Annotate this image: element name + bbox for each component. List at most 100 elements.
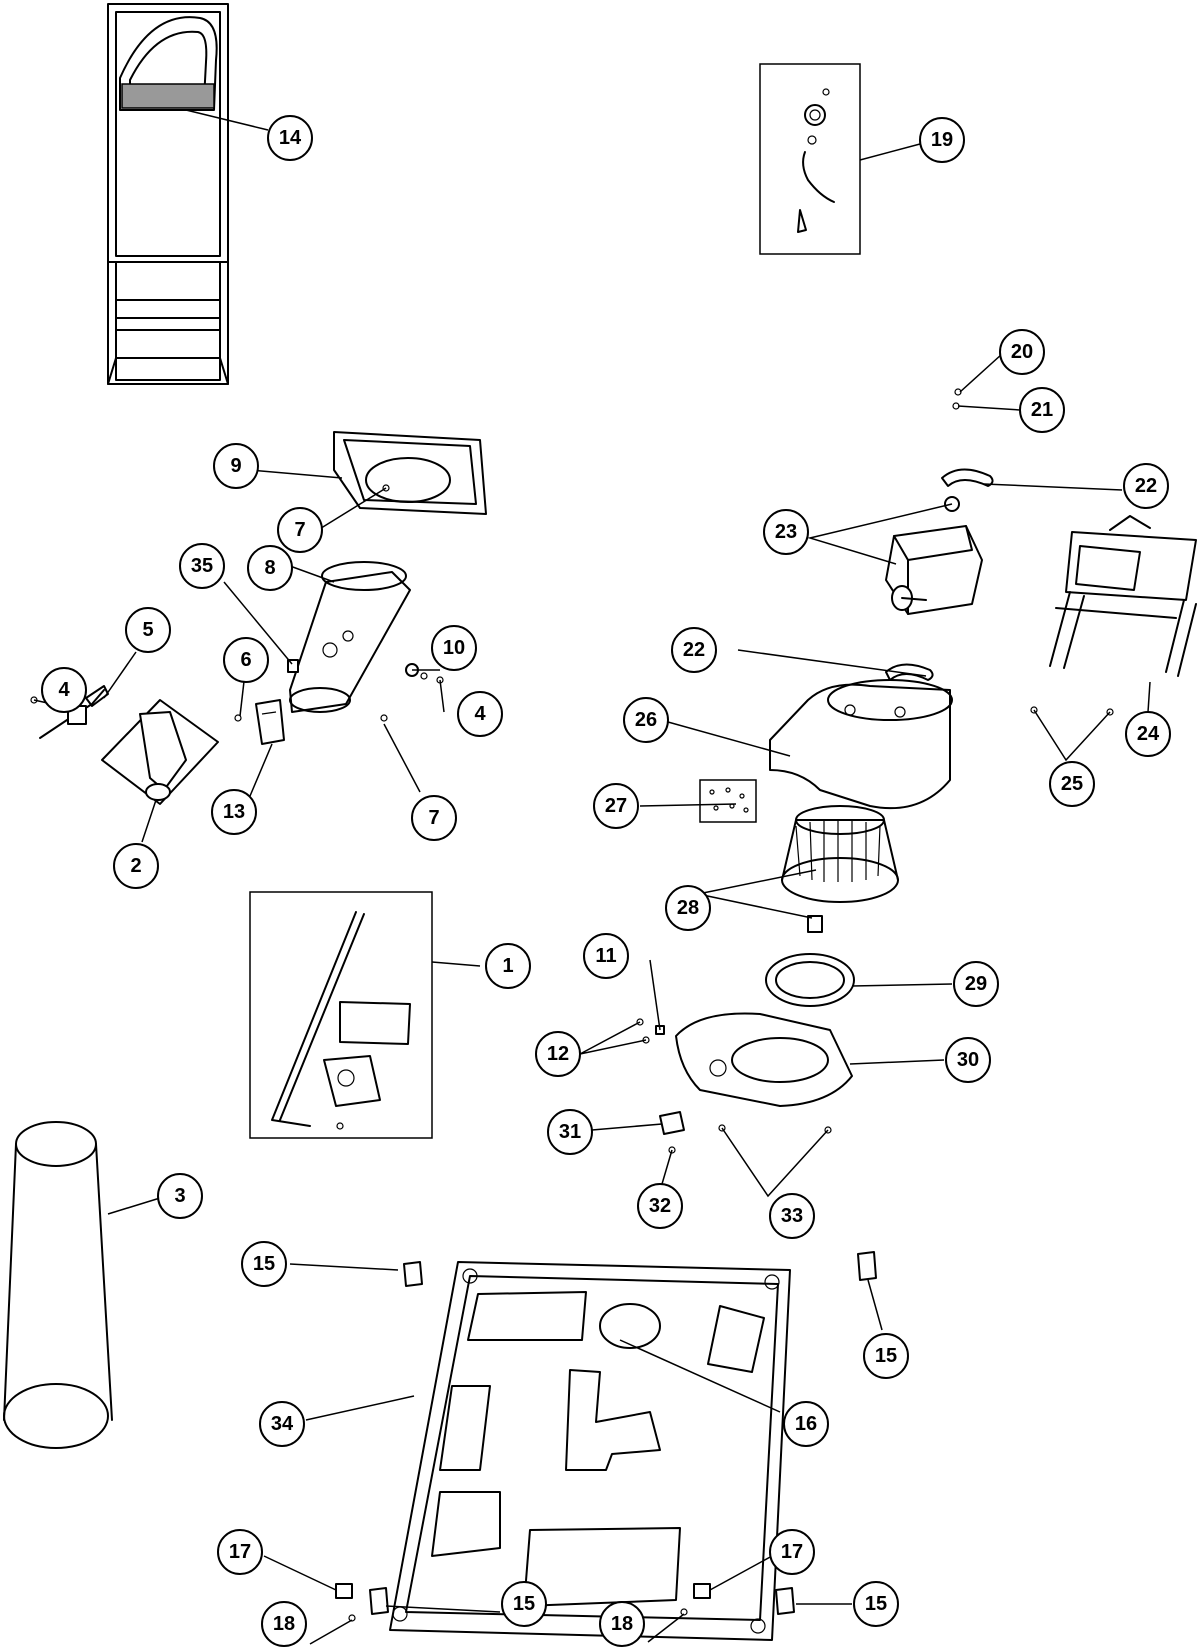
part-18-screw-1 [348, 1614, 356, 1622]
callout-13: 13 [211, 789, 257, 835]
callout-14: 14 [267, 115, 313, 161]
part-10-thermostat [405, 663, 428, 680]
svg-text:29: 29 [965, 973, 987, 995]
callout-27: 27 [593, 783, 639, 829]
callout-15-d: 15 [853, 1581, 899, 1627]
svg-text:8: 8 [264, 557, 275, 579]
callout-3: 3 [157, 1173, 203, 1219]
svg-text:18: 18 [611, 1613, 633, 1635]
svg-text:7: 7 [294, 519, 305, 541]
callout-17-left: 17 [217, 1529, 263, 1575]
callout-22-lower: 22 [671, 627, 717, 673]
svg-text:15: 15 [253, 1253, 275, 1275]
leader-lines [33, 109, 1151, 1645]
part-15-foot-2 [857, 1251, 877, 1281]
part-30-blower-cover [675, 1012, 853, 1107]
part-33-screws [718, 1124, 832, 1134]
part-14-front-panel [107, 3, 229, 385]
part-34-base [389, 1261, 791, 1641]
part-32-screw [668, 1146, 676, 1154]
callout-22-upper: 22 [1123, 463, 1169, 509]
callout-7-lower: 7 [411, 795, 457, 841]
callout-28: 28 [665, 885, 711, 931]
svg-text:17: 17 [781, 1541, 803, 1563]
part-24-bracket [1049, 515, 1197, 677]
svg-text:7: 7 [428, 807, 439, 829]
svg-text:6: 6 [240, 649, 251, 671]
callout-21: 21 [1019, 387, 1065, 433]
callout-29: 29 [953, 961, 999, 1007]
callout-24: 24 [1125, 711, 1171, 757]
callout-12: 12 [535, 1031, 581, 1077]
part-3-exhaust-duct [3, 1121, 113, 1449]
callout-26: 26 [623, 697, 669, 743]
callout-31: 31 [547, 1109, 593, 1155]
svg-text:1: 1 [502, 955, 513, 977]
callout-25: 25 [1049, 761, 1095, 807]
callout-15-b: 15 [863, 1333, 909, 1379]
svg-text:13: 13 [223, 801, 245, 823]
callout-18-right: 18 [599, 1601, 645, 1647]
svg-text:30: 30 [957, 1049, 979, 1071]
svg-text:11: 11 [595, 945, 616, 967]
callout-8: 8 [247, 545, 293, 591]
callout-32: 32 [637, 1183, 683, 1229]
svg-text:24: 24 [1137, 723, 1160, 745]
part-17-bracket-1 [335, 1583, 353, 1599]
callout-1: 1 [485, 943, 531, 989]
svg-text:17: 17 [229, 1541, 251, 1563]
callout-23: 23 [763, 509, 809, 555]
svg-text:9: 9 [230, 455, 241, 477]
part-22-clip-lower [885, 663, 934, 681]
callout-9: 9 [213, 443, 259, 489]
svg-text:5: 5 [142, 619, 153, 641]
part-17-bracket-2 [693, 1583, 711, 1599]
part-28-blower-wheel [781, 805, 899, 933]
svg-text:35: 35 [191, 555, 213, 577]
svg-text:19: 19 [931, 129, 953, 151]
part-6-screw [234, 714, 242, 722]
callout-15-a: 15 [241, 1241, 287, 1287]
svg-text:23: 23 [775, 521, 797, 543]
part-18-screw-2 [680, 1608, 688, 1616]
callout-35: 35 [179, 543, 225, 589]
part-2-burner [101, 699, 219, 805]
callout-16: 16 [783, 1401, 829, 1447]
svg-text:16: 16 [795, 1413, 817, 1435]
part-19-kit [759, 63, 861, 255]
part-27-hardware-pack [699, 779, 757, 823]
svg-text:34: 34 [271, 1413, 294, 1435]
svg-text:15: 15 [513, 1593, 535, 1615]
part-22-clip-upper [941, 468, 994, 487]
callout-20: 20 [999, 329, 1045, 375]
svg-text:15: 15 [875, 1345, 897, 1367]
part-35-clip [287, 659, 299, 673]
callout-7-upper: 7 [277, 507, 323, 553]
svg-text:15: 15 [865, 1593, 887, 1615]
callout-19: 19 [919, 117, 965, 163]
callout-17-right: 17 [769, 1529, 815, 1575]
part-29-ring [765, 953, 855, 1007]
part-31-switch [659, 1111, 685, 1135]
svg-text:14: 14 [279, 127, 302, 149]
part-7-screws [380, 484, 390, 722]
part-9-bulkhead [333, 431, 487, 515]
callout-4-right: 4 [457, 691, 503, 737]
callout-18-left: 18 [261, 1601, 307, 1647]
part-15-foot-3 [369, 1587, 389, 1615]
svg-text:31: 31 [559, 1121, 581, 1143]
callout-6: 6 [223, 637, 269, 683]
callout-34: 34 [259, 1401, 305, 1447]
callout-4-left: 4 [41, 667, 87, 713]
part-26-blower-housing [769, 679, 953, 810]
svg-text:4: 4 [58, 679, 70, 701]
svg-text:26: 26 [635, 709, 657, 731]
svg-text:4: 4 [474, 703, 486, 725]
callout-33: 33 [769, 1193, 815, 1239]
svg-text:21: 21 [1031, 399, 1053, 421]
svg-text:18: 18 [273, 1613, 295, 1635]
svg-text:12: 12 [547, 1043, 569, 1065]
svg-text:25: 25 [1061, 773, 1083, 795]
svg-text:27: 27 [605, 795, 627, 817]
